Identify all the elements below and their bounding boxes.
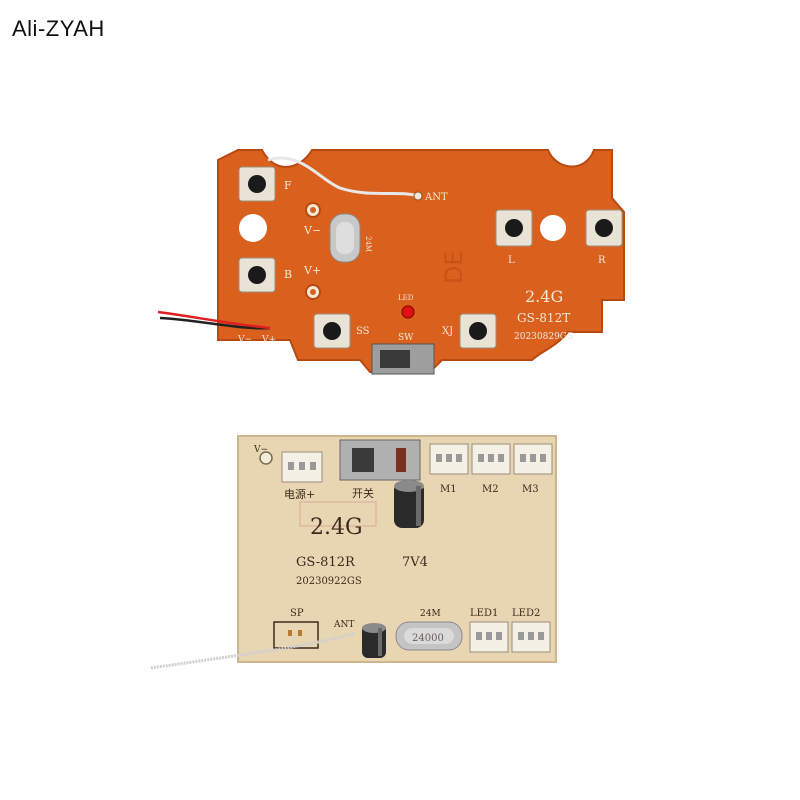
tx-label-v-minus: V− <box>303 224 321 237</box>
rx-label-ant: ANT <box>333 620 354 630</box>
rx-label-m3: M3 <box>522 484 539 495</box>
rx-power-connector <box>281 451 323 483</box>
rx-model: GS-812R <box>296 555 356 570</box>
rx-label-m1: M1 <box>440 484 457 495</box>
rx-capacitor <box>394 480 424 528</box>
tx-button-xj[interactable] <box>459 313 497 349</box>
tx-label-ant: ANT <box>424 192 448 203</box>
rx-label-power: 电源+ <box>284 487 315 501</box>
rx-pad-v-minus <box>259 451 273 465</box>
tx-wire-black <box>159 316 271 330</box>
rx-connector-led1 <box>469 621 509 653</box>
rx-power-switch[interactable] <box>339 439 421 481</box>
rx-label-switch: 开关 <box>352 486 374 500</box>
brand-watermark: Ali-ZYAH <box>12 16 105 41</box>
tx-antenna-wire <box>267 156 419 198</box>
rx-crystal <box>395 621 463 651</box>
rx-connector-m2 <box>471 443 511 475</box>
tx-button-l[interactable] <box>495 209 533 247</box>
tx-label-v-plus: V+ <box>303 264 321 277</box>
tx-crystal <box>329 213 361 263</box>
tx-crystal-label: 24M <box>364 236 372 252</box>
tx-label-xj: XJ <box>442 326 453 337</box>
tx-wire-label-v-plus: V+ <box>261 335 276 345</box>
tx-label-l: L <box>508 255 515 266</box>
tx-button-r[interactable] <box>585 209 623 247</box>
tx-label-r: R <box>598 255 606 266</box>
tx-label-f: F <box>284 179 292 192</box>
tx-led <box>401 305 415 319</box>
tx-label-sw: SW <box>398 333 414 343</box>
rx-label-m2: M2 <box>482 484 499 495</box>
rx-connector-m3 <box>513 443 553 475</box>
tx-button-f[interactable] <box>238 166 276 202</box>
rx-label-led1: LED1 <box>470 608 498 619</box>
tx-button-ss[interactable] <box>313 313 351 349</box>
tx-model: GS-812T <box>517 311 570 325</box>
tx-mount-hole <box>540 215 566 241</box>
rx-connector-m1 <box>429 443 469 475</box>
tx-freq: 2.4G <box>525 287 563 306</box>
tx-power-switch[interactable] <box>371 343 435 375</box>
tx-mount-hole <box>239 214 267 242</box>
tx-button-b[interactable] <box>238 257 276 293</box>
rx-antenna-wire <box>149 632 355 670</box>
rx-small-capacitor <box>362 623 386 658</box>
tx-wire-label-v-minus: V− <box>237 335 252 345</box>
receiver-board: V− 电源+ 开关 M1 M2 <box>149 435 557 670</box>
tx-watermark: DE <box>440 250 468 284</box>
rx-label-crystal: 24M <box>420 609 441 619</box>
rx-label-v-minus: V− <box>253 445 268 455</box>
rx-crystal-mark: 24000 <box>412 633 444 644</box>
tx-label-ss: SS <box>356 326 370 337</box>
tx-date: 20230829GS <box>514 332 573 342</box>
tx-label-b: B <box>284 268 292 281</box>
rx-voltage: 7V4 <box>402 555 428 570</box>
transmitter-board: F B L R SS XJ V− V+ <box>157 149 625 375</box>
rx-speaker-pad <box>273 621 319 649</box>
rx-connector-led2 <box>511 621 551 653</box>
rx-date: 20230922GS <box>296 576 362 587</box>
rx-freq: 2.4G <box>310 515 363 540</box>
rx-label-led2: LED2 <box>512 608 540 619</box>
rx-label-sp: SP <box>290 608 304 619</box>
tx-wire-red <box>157 310 271 330</box>
tx-label-led: LED <box>398 294 414 302</box>
